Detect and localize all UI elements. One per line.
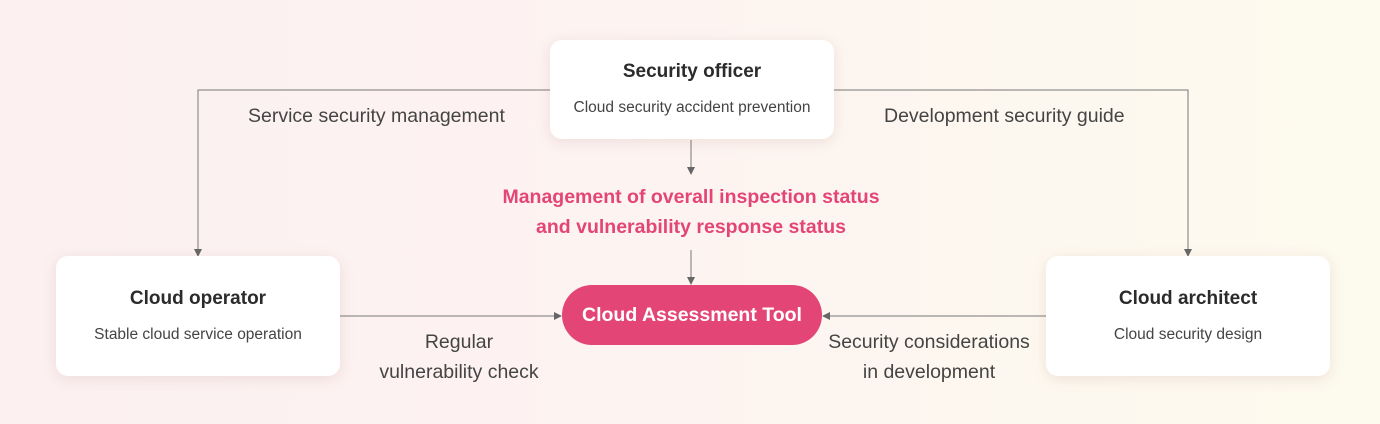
security-considerations-line-1: Security considerations [828, 331, 1030, 353]
regular-check-line-2: vulnerability check [379, 361, 539, 383]
security-officer-title: Security officer [622, 61, 762, 82]
cloud-assessment-tool-node: Cloud Assessment Tool [562, 285, 822, 345]
cloud-architect-description: Cloud security design [1113, 326, 1263, 343]
regular-check-label: Regular vulnerability check [362, 327, 556, 387]
security-officer-card: Security officer Cloud security accident… [550, 40, 834, 139]
management-status-line-2: and vulnerability response status [536, 216, 846, 238]
security-considerations-label: Security considerations in development [818, 327, 1040, 387]
security-considerations-line-2: in development [862, 361, 996, 383]
cloud-operator-description: Stable cloud service operation [94, 326, 302, 343]
management-status-line-1: Management of overall inspection status [502, 186, 880, 208]
connector-officer-to-operator [194, 89, 550, 257]
security-officer-description: Cloud security accident prevention [573, 99, 811, 116]
connector-officer-to-architect [834, 89, 1192, 257]
cloud-architect-card: Cloud architect Cloud security design [1046, 256, 1330, 376]
cloud-architect-title: Cloud architect [1118, 288, 1258, 309]
management-status-label: Management of overall inspection status … [480, 182, 902, 242]
development-guide-label: Development security guide [884, 105, 1125, 127]
service-security-label: Service security management [248, 105, 505, 127]
cloud-operator-title: Cloud operator [129, 288, 267, 309]
regular-check-line-1: Regular [424, 331, 494, 353]
cloud-operator-card: Cloud operator Stable cloud service oper… [56, 256, 340, 376]
